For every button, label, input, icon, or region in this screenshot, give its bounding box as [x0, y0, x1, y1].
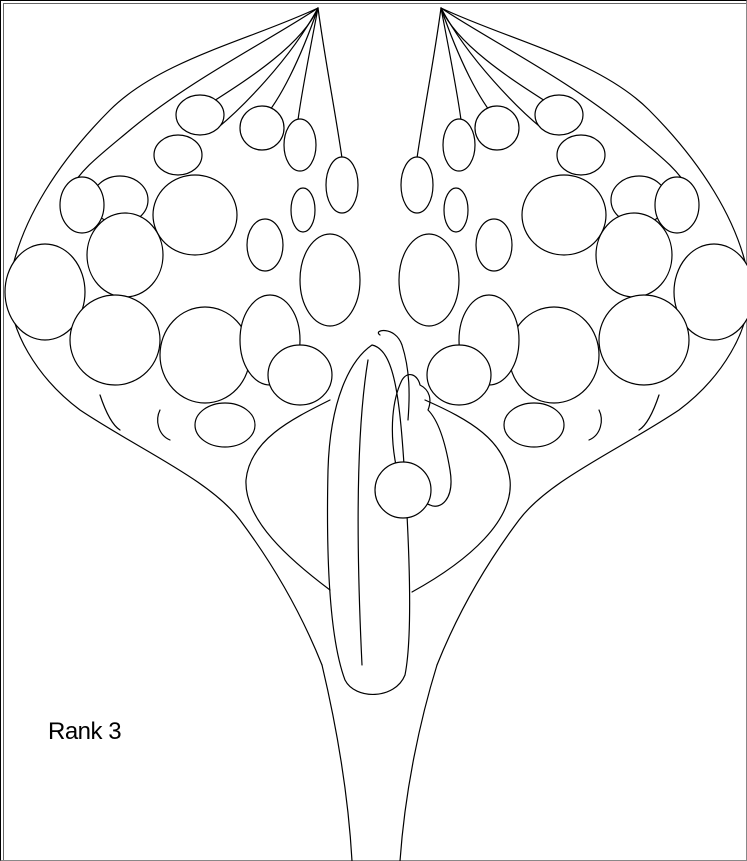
cell — [70, 295, 160, 385]
cell — [475, 106, 519, 150]
cell — [444, 188, 468, 232]
filament-strand — [417, 8, 441, 158]
receptacle — [246, 400, 330, 590]
cell — [154, 135, 202, 175]
cell — [240, 106, 284, 150]
stalk — [322, 665, 352, 861]
cell — [153, 175, 237, 255]
connector — [589, 410, 601, 440]
cell — [284, 119, 316, 171]
cell — [247, 219, 283, 271]
filament-strand — [200, 8, 318, 110]
cell — [291, 188, 315, 232]
cell — [599, 295, 689, 385]
filament-strand — [441, 8, 497, 120]
cell — [176, 95, 224, 135]
central-organ-line — [358, 360, 368, 665]
right-anther-lobe — [399, 8, 747, 665]
round-body — [375, 462, 431, 518]
connector — [158, 410, 170, 440]
cell — [655, 177, 699, 233]
cell — [535, 95, 583, 135]
cell — [401, 157, 433, 213]
cell — [504, 403, 564, 447]
cell — [443, 119, 475, 171]
cell — [509, 307, 599, 403]
cell — [160, 307, 250, 403]
cell — [399, 234, 459, 326]
cell — [60, 177, 104, 233]
left-anther-lobe — [5, 8, 360, 665]
stalk — [400, 665, 437, 861]
cell — [427, 345, 491, 405]
cell — [87, 213, 163, 297]
cell — [195, 403, 255, 447]
cell — [596, 213, 672, 297]
filament-strand — [318, 8, 342, 158]
cell — [557, 135, 605, 175]
cell — [300, 234, 360, 326]
cell — [268, 345, 332, 405]
filament-strand — [262, 8, 318, 120]
cell — [476, 219, 512, 271]
rank-label: Rank 3 — [48, 718, 121, 746]
cell — [522, 175, 606, 255]
central-organ — [328, 345, 410, 694]
cell — [326, 157, 358, 213]
filament-strand — [441, 8, 559, 110]
